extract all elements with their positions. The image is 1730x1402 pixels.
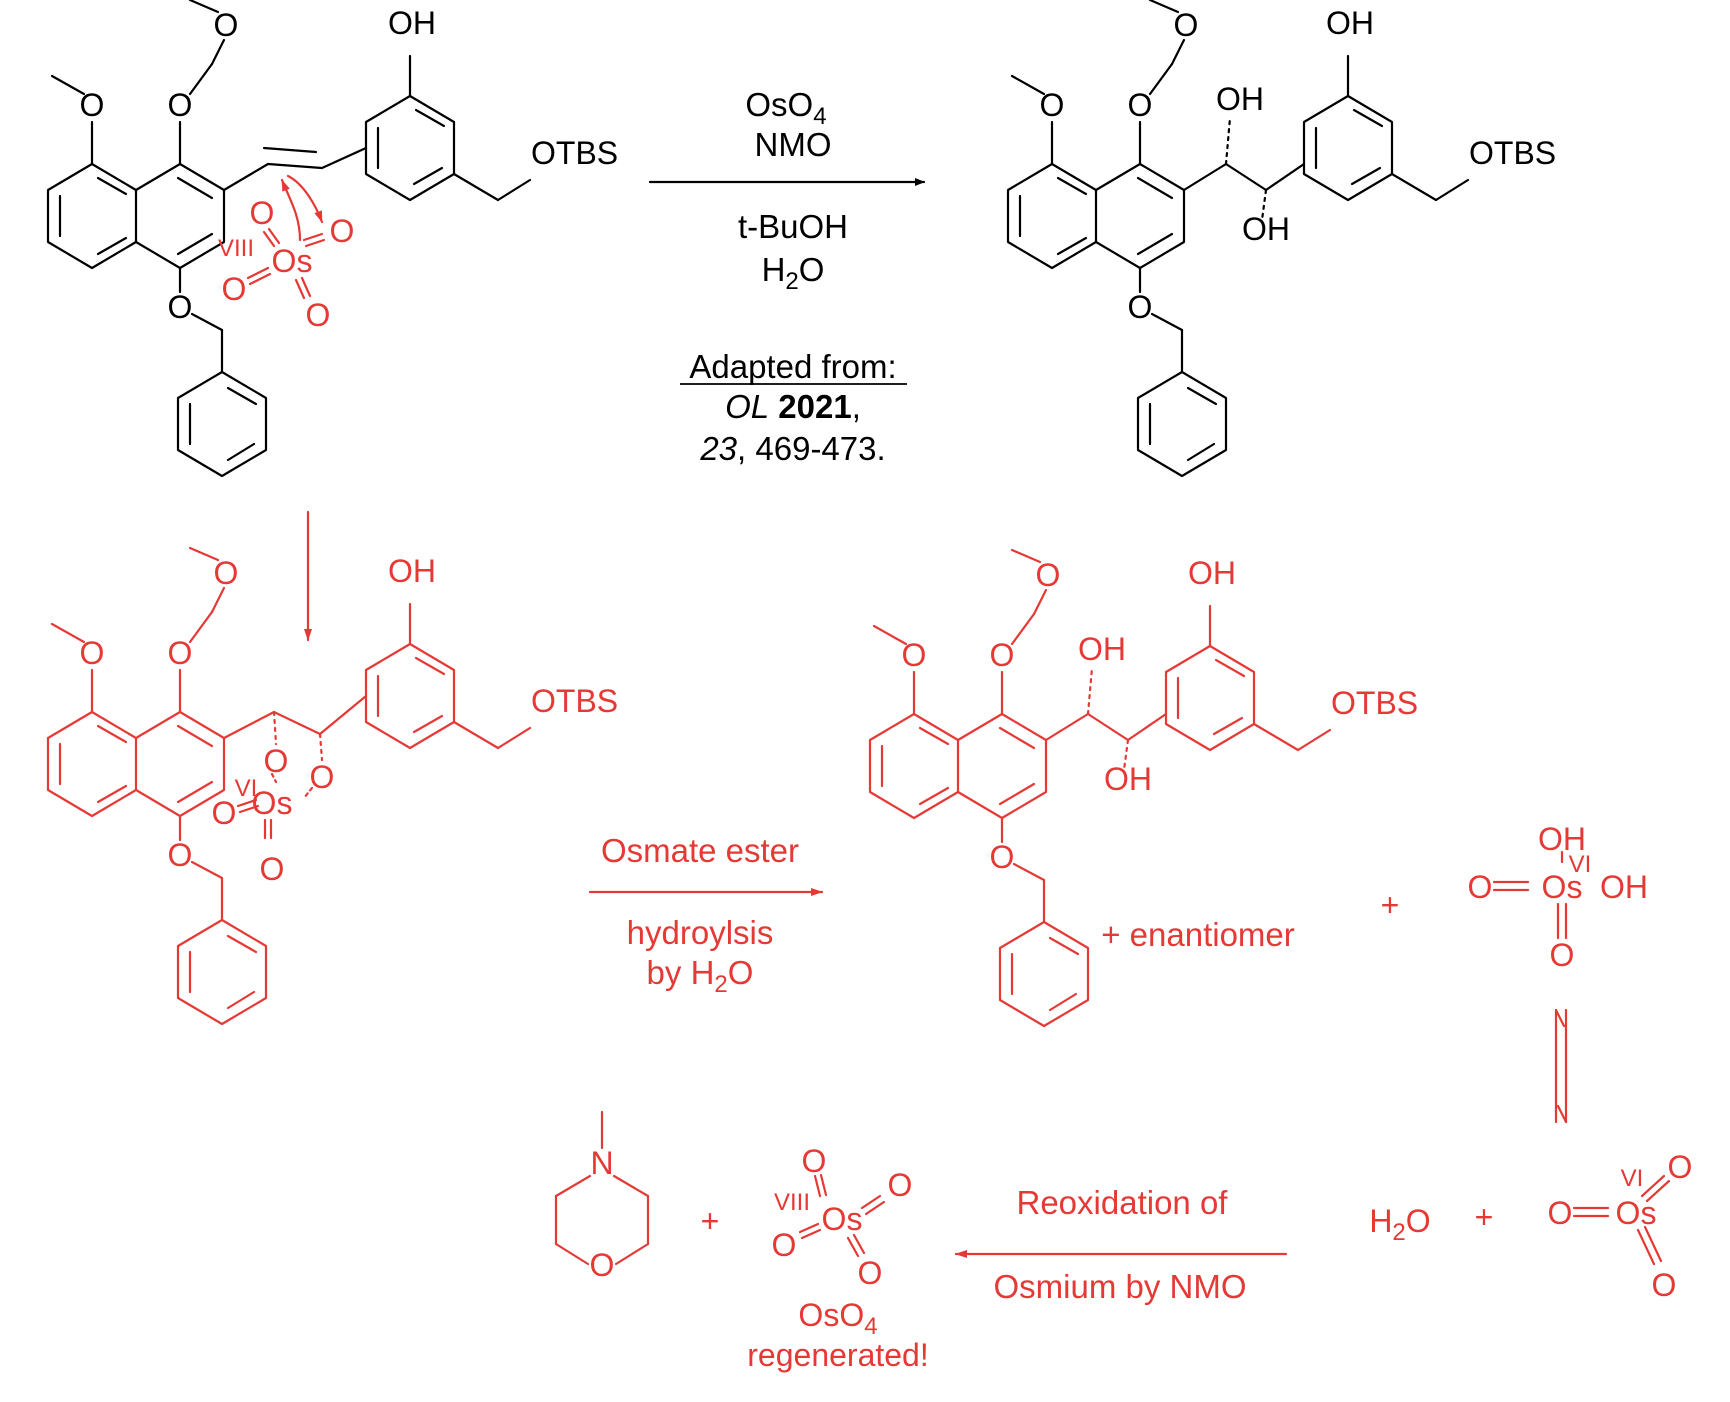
regenerated-label-2: regenerated!: [747, 1337, 928, 1373]
atom-label: O: [260, 851, 285, 887]
atom-label: O: [1174, 7, 1199, 43]
atom-label: O: [1652, 1267, 1677, 1303]
osmium-label: Os: [822, 1201, 863, 1237]
osmium-label: Os: [1542, 869, 1583, 905]
atom-label: O: [772, 1227, 797, 1263]
hydrolysis-label-3: by H2O: [647, 954, 754, 998]
hydrolysis-label-1b: Osmate ester: [601, 832, 799, 869]
solvent-water: H2O: [762, 251, 825, 295]
hydroxyl-label: OH: [1242, 211, 1290, 247]
atom-label: O: [1128, 289, 1153, 325]
atom-label: O: [990, 637, 1015, 673]
enantiomer-note: + enantiomer: [1101, 916, 1295, 953]
atom-label: O: [264, 743, 289, 779]
atom-label: O: [1548, 1195, 1573, 1231]
oxidation-state-label: VI: [1621, 1165, 1644, 1192]
atom-label: O: [1040, 87, 1065, 123]
solvent-tbuoh: t-BuOH: [738, 208, 848, 245]
hydroxyl-label: OH: [1216, 81, 1264, 117]
osmium-trioxide-vi: O Os O O VI + H2O: [1369, 1149, 1692, 1303]
osmium-label: Os: [1616, 1195, 1657, 1231]
atom-label: O: [168, 635, 193, 671]
atom-label: OH: [388, 553, 436, 589]
hydrolysis-label-2: hydroylsis: [627, 914, 774, 951]
otbs-label: OTBS: [1331, 685, 1418, 721]
atom-label: O: [214, 7, 239, 43]
atom-label: OH: [1326, 5, 1374, 41]
otbs-label: OTBS: [531, 135, 618, 171]
oxidation-state-label: VI: [235, 775, 258, 802]
atom-label: O: [858, 1255, 883, 1291]
oxidation-state-label: VI: [1569, 851, 1592, 878]
atom-label: O: [212, 795, 237, 831]
n-methylmorpholine: N O: [554, 1110, 650, 1283]
atom-label: O: [1036, 557, 1061, 593]
osmium-label: Os: [272, 243, 313, 279]
hydrolysis-step: Osmate ester hydroylsis by H2O: [588, 832, 824, 998]
hydroxyl-label: OH: [1078, 631, 1126, 667]
citation-heading: Adapted from:: [689, 348, 896, 385]
atom-label: O: [168, 87, 193, 123]
atom-label: O: [168, 837, 193, 873]
citation-pages: 23, 469-473.: [699, 430, 885, 467]
plus-sign: +: [1475, 1199, 1494, 1235]
osmium-label: Os: [252, 785, 293, 821]
water-label: H2O: [1369, 1203, 1430, 1246]
otbs-label: OTBS: [1469, 135, 1556, 171]
diol-product-red: O O O O OH OH OH OTBS: [868, 548, 1418, 1028]
atom-label: O: [1128, 87, 1153, 123]
starting-material: O O O O OH OTBS: [46, 0, 618, 478]
regenerated-label-1: OsO4: [798, 1297, 877, 1340]
atom-label: O: [250, 195, 275, 231]
reagent-oso4: OsO4: [745, 86, 826, 130]
atom-label: O: [1468, 869, 1493, 905]
atom-label: O: [80, 87, 105, 123]
plus-sign: +: [701, 1203, 720, 1239]
atom-label: O: [590, 1247, 615, 1283]
atom-label: O: [990, 839, 1015, 875]
reaction-conditions: OsO4 NMO t-BuOH H2O Adapted from: OL 202…: [648, 86, 926, 467]
nitrogen-label: N: [590, 1145, 613, 1181]
atom-label: OH: [388, 5, 436, 41]
hydroxyl-label: OH: [1538, 821, 1586, 857]
oso4-regenerated: O O Os O O VIII + OsO4 regenerated!: [701, 1143, 929, 1373]
atom-label: O: [310, 759, 335, 795]
atom-label: O: [306, 297, 331, 333]
reoxidation-label-2: Osmium by NMO: [993, 1268, 1246, 1305]
atom-label: O: [80, 635, 105, 671]
oxidation-state-label: VIII: [774, 1189, 810, 1216]
equilibrium-arrows: [1554, 1008, 1568, 1124]
atom-label: O: [222, 271, 247, 307]
reagent-nmo: NMO: [755, 126, 832, 163]
oxidation-state-label: VIII: [218, 235, 254, 262]
reoxidation-step: Reoxidation of Osmium by NMO: [954, 1184, 1288, 1305]
atom-label: O: [902, 637, 927, 673]
citation-journal: OL 2021,: [725, 388, 861, 425]
reoxidation-label-1: Reoxidation of: [1017, 1184, 1229, 1221]
atom-label: O: [1550, 937, 1575, 973]
atom-label: O: [214, 555, 239, 591]
otbs-label: OTBS: [531, 683, 618, 719]
atom-label: O: [330, 213, 355, 249]
osmate-ester: O O O O OH OTBS O O O O Os VI: [46, 546, 618, 1026]
atom-label: O: [802, 1143, 827, 1179]
hydroxyl-label: OH: [1104, 761, 1152, 797]
atom-label: OH: [1188, 555, 1236, 591]
hydroxyl-label: OH: [1600, 869, 1648, 905]
atom-label: O: [1668, 1149, 1693, 1185]
atom-label: O: [888, 1167, 913, 1203]
oso4-approach: O O Os O O VIII: [218, 174, 355, 333]
plus-sign: +: [1381, 887, 1400, 923]
diol-product: O O O O OH OH OH OTBS: [1006, 0, 1556, 478]
atom-label: O: [168, 289, 193, 325]
osmate-dihydroxy: + OH VI O Os OH O: [1381, 821, 1648, 973]
